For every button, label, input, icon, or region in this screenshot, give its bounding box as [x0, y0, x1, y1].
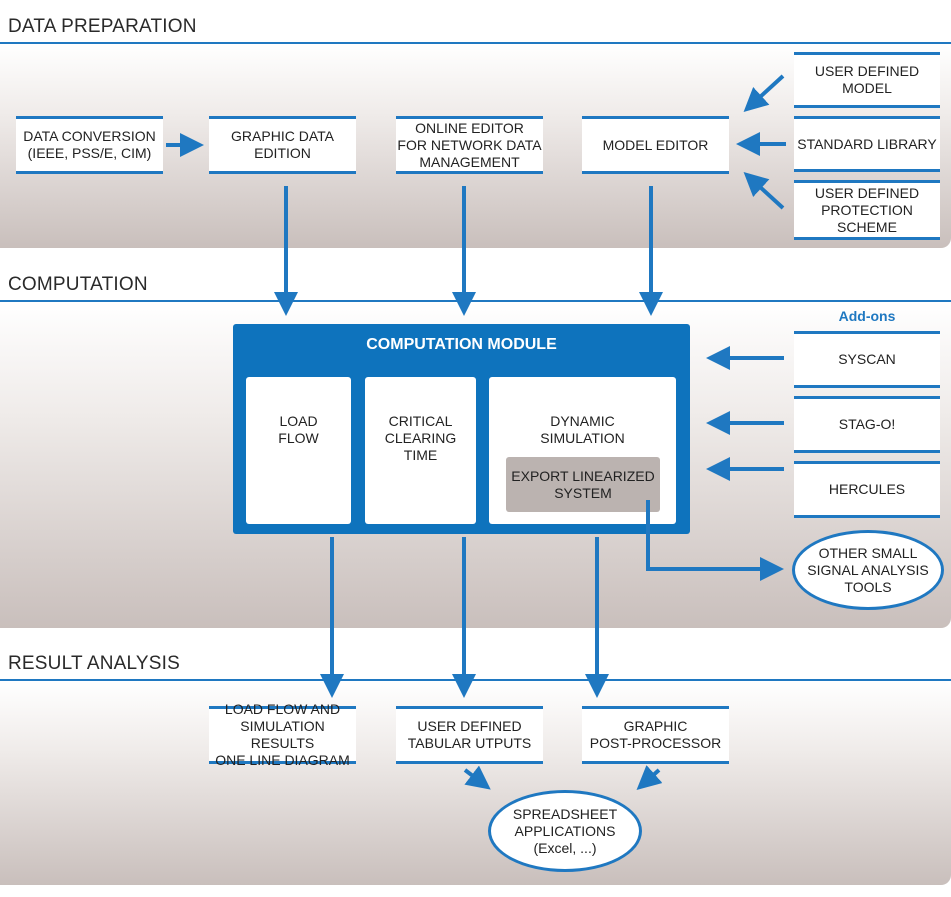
addons-label: Add-ons [838, 308, 896, 324]
section-title-data-preparation: DATA PREPARATION [8, 16, 197, 37]
spreadsheet-applications-oval: SPREADSHEET APPLICATIONS (Excel, ...) [488, 790, 642, 872]
arrow-tabular-to-spreadsheet [463, 765, 491, 790]
other-small-signal-tools-oval: OTHER SMALL SIGNAL ANALYSIS TOOLS [792, 530, 944, 610]
load-flow-panel: LOAD FLOW [246, 377, 351, 524]
arrow-postprocessor-to-spreadsheet [636, 765, 663, 790]
arrow-export-to-small-signal [646, 500, 784, 581]
user-defined-protection-box: USER DEFINED PROTECTION SCHEME [794, 180, 940, 240]
stag-o-box: STAG-O! [794, 396, 940, 453]
export-linearized-system-box: EXPORT LINEARIZED SYSTEM [506, 457, 660, 512]
arrow-protection-to-editor [743, 171, 785, 210]
standard-library-box: STANDARD LIBRARY [794, 116, 940, 172]
model-editor-box: MODEL EDITOR [582, 116, 729, 174]
arrow-user-model-to-editor [743, 74, 785, 113]
load-flow-results-box: LOAD FLOW AND SIMULATION RESULTS ONE LIN… [209, 701, 356, 768]
hercules-box: HERCULES [794, 461, 940, 518]
critical-clearing-time-panel: CRITICAL CLEARING TIME [365, 377, 476, 524]
section-title-computation: COMPUTATION [8, 274, 148, 295]
graphic-data-edition-box: GRAPHIC DATA EDITION [209, 116, 356, 174]
syscan-box: SYSCAN [794, 331, 940, 388]
online-editor-box: ONLINE EDITOR FOR NETWORK DATA MANAGEMEN… [396, 116, 543, 174]
section-title-result-analysis: RESULT ANALYSIS [8, 653, 180, 674]
computation-module-title: COMPUTATION MODULE [366, 336, 557, 353]
graphic-post-processor-box: GRAPHIC POST-PROCESSOR [582, 706, 729, 764]
data-conversion-box: DATA CONVERSION (IEEE, PSS/E, CIM) [16, 116, 163, 174]
user-defined-tabular-box: USER DEFINED TABULAR UTPUTS [396, 706, 543, 764]
user-defined-model-box: USER DEFINED MODEL [794, 52, 940, 108]
section-rule [0, 42, 951, 44]
